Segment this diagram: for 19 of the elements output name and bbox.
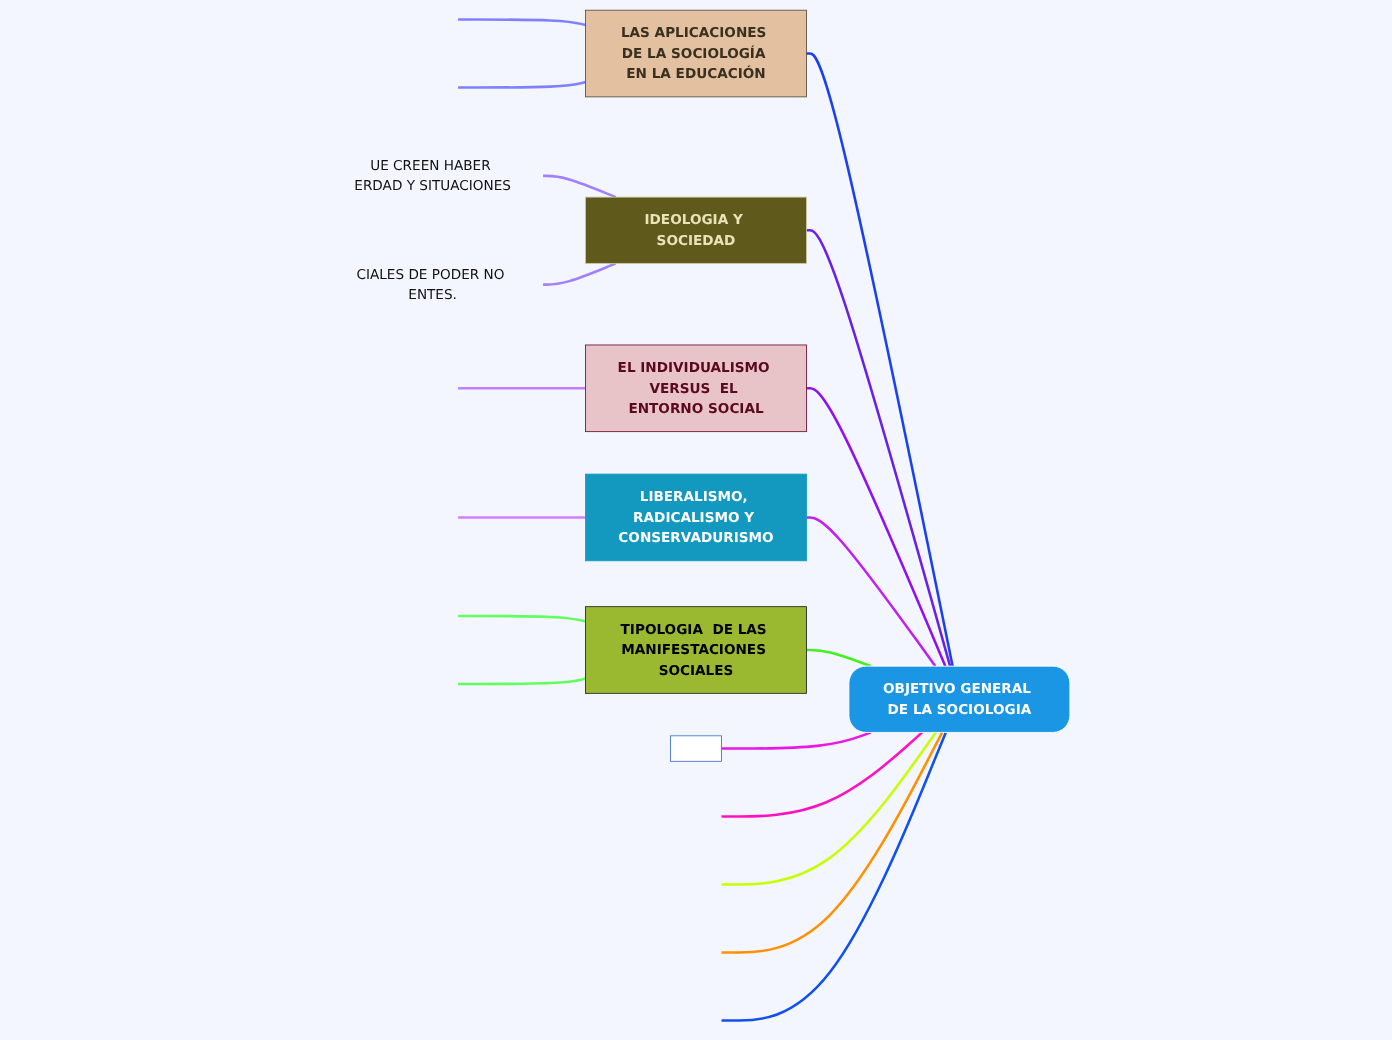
connector (458, 516, 586, 519)
connector (806, 52, 954, 667)
connector (721, 731, 937, 886)
node-box (670, 735, 722, 762)
connector (721, 731, 947, 1022)
connector (458, 387, 586, 390)
connector (721, 731, 872, 750)
connector (806, 648, 872, 668)
connector (543, 174, 617, 199)
connector (806, 229, 952, 667)
connector (458, 677, 586, 686)
connector (543, 262, 617, 286)
connector (806, 387, 947, 667)
connector (458, 80, 586, 89)
connector (458, 18, 586, 27)
connector (721, 731, 944, 954)
connector (721, 731, 924, 818)
connector (458, 614, 586, 623)
connector (806, 516, 937, 667)
